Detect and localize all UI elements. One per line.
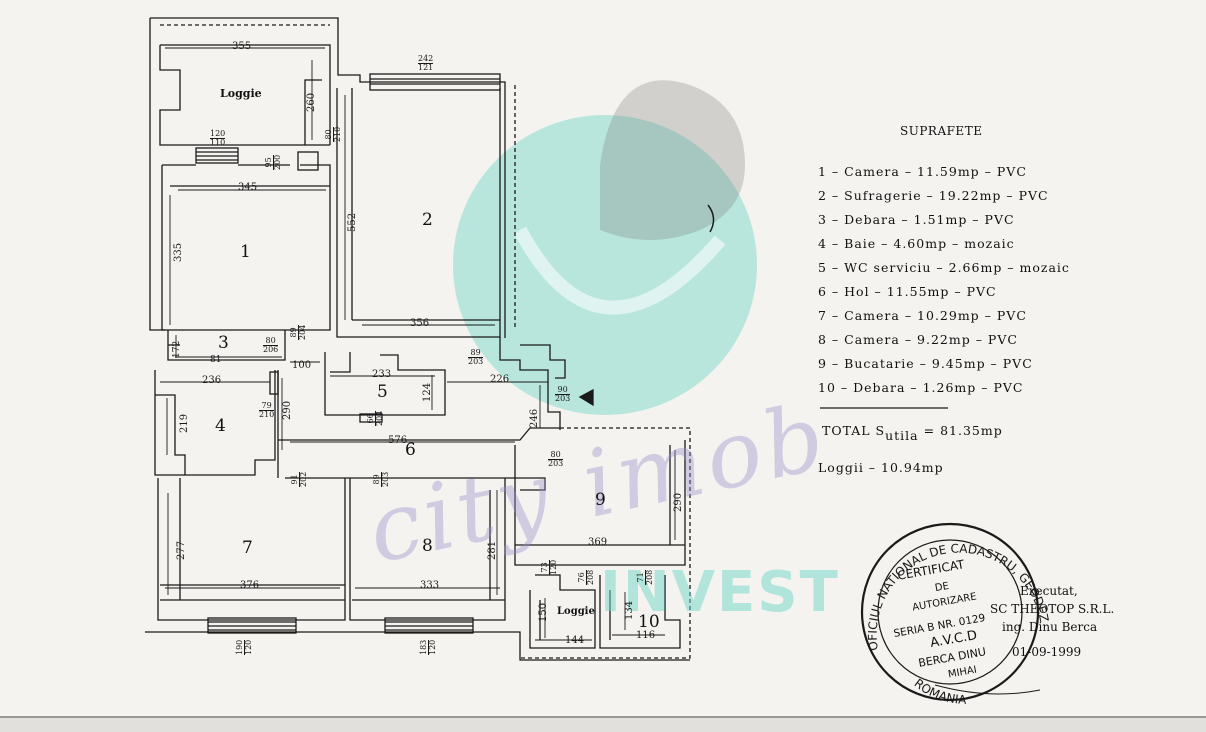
legend-item: 4 – Baie – 4.60mp – mozaic (818, 236, 1015, 251)
watermark-invest: INVEST (600, 560, 840, 625)
dim-333: 333 (420, 580, 440, 591)
dim-576: 576 (388, 435, 408, 446)
room-number-3: 3 (218, 333, 229, 353)
dim-236: 236 (202, 375, 222, 386)
room-number-9: 9 (595, 490, 606, 510)
signature-engineer: ing. Dinu Berca (1002, 620, 1098, 634)
signature-company: SC THEOTOP S.R.L. (990, 602, 1115, 616)
legend-item: 10 – Debara – 1.26mp – PVC (818, 380, 1024, 395)
legend-total: TOTAL Sutila = 81.35mp (822, 423, 1003, 443)
room-number-8: 8 (422, 536, 433, 556)
dim-376: 376 (240, 580, 260, 591)
dim-100: 100 (292, 360, 312, 371)
legend-total-sub: utila (885, 428, 919, 443)
room-number-4: 4 (215, 416, 226, 436)
dim-144: 144 (565, 635, 585, 646)
dim-369: 369 (588, 537, 608, 548)
legend-item: 6 – Hol – 11.55mp – PVC (818, 284, 997, 299)
room-number-6: 6 (405, 440, 416, 460)
room-number-1: 1 (240, 242, 251, 262)
room-number-5: 5 (377, 382, 388, 402)
stamp-ring-text: OFICIUL NATIONAL DE CADASTRU, GEODEZIE S… (0, 0, 1051, 652)
dim-81: 81 (210, 355, 222, 365)
loggia-label-top: Loggie (220, 87, 262, 100)
legend-loggia-total: Loggii – 10.94mp (818, 460, 944, 475)
dim-226: 226 (490, 374, 510, 385)
dim-345: 345 (238, 182, 258, 193)
signature-date: 01-09-1999 (1012, 645, 1082, 659)
loggia-label-bottom: Loggie (557, 606, 595, 617)
svg-text:ROMANIA: ROMANIA (912, 676, 968, 707)
dim-116: 116 (636, 630, 656, 641)
svg-text:OFICIUL NATIONAL DE CADASTRU,: OFICIUL NATIONAL DE CADASTRU, GEODEZIE S… (0, 0, 1051, 652)
dim-356: 356 (410, 318, 430, 329)
room-number-2: 2 (422, 210, 433, 230)
legend-total-label: TOTAL S (822, 423, 886, 438)
dim-233: 233 (372, 369, 392, 380)
room-number-7: 7 (242, 538, 253, 558)
dim-355: 355 (232, 41, 252, 52)
legend-item: 3 – Debara – 1.51mp – PVC (818, 212, 1015, 227)
legend-item: 9 – Bucatarie – 9.45mp – PVC (818, 356, 1033, 371)
page-bottom-edge (0, 716, 1206, 732)
legend-item: 7 – Camera – 10.29mp – PVC (818, 308, 1027, 323)
legend-item: 2 – Sufragerie – 19.22mp – PVC (818, 188, 1049, 203)
stamp-country: ROMANIA (912, 676, 968, 707)
signature-executed: Executat, (1020, 584, 1078, 598)
legend-item: 8 – Camera – 9.22mp – PVC (818, 332, 1018, 347)
legend-title: SUPRAFETE (900, 124, 983, 138)
legend-total-value: = 81.35mp (923, 423, 1003, 438)
legend-list: 1 – Camera – 11.59mp – PVC 2 – Sufrageri… (818, 164, 1070, 404)
room-number-10: 10 (638, 612, 660, 632)
legend-item: 5 – WC serviciu – 2.66mp – mozaic (818, 260, 1070, 275)
legend-item: 1 – Camera – 11.59mp – PVC (818, 164, 1027, 179)
